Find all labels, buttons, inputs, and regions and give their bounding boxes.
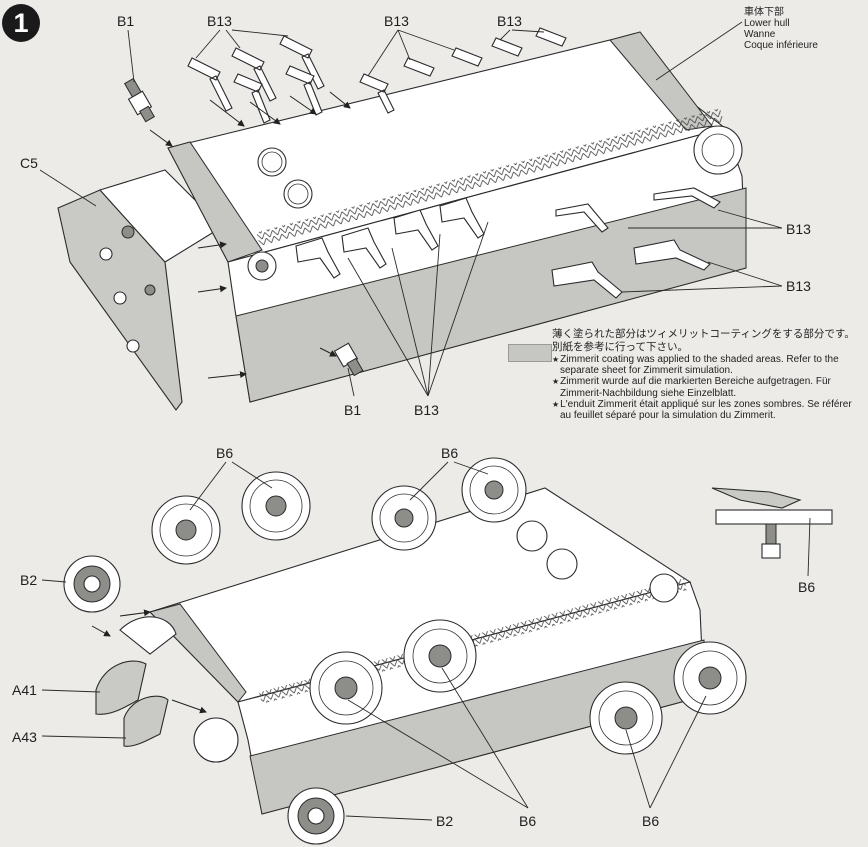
label-b2-bottom: B2 xyxy=(436,813,453,829)
suspension-arm xyxy=(451,47,483,67)
zimmerit-shade-swatch xyxy=(508,344,552,362)
suspension-arm xyxy=(491,37,523,57)
zimmerit-note-de: Zimmerit wurde auf die markierten Bereic… xyxy=(552,376,864,398)
suspension-arm xyxy=(359,73,395,114)
label-b13-top-right: B13 xyxy=(497,13,522,29)
part-a41 xyxy=(95,660,147,715)
suspension-arm xyxy=(551,261,623,299)
part-a43 xyxy=(123,695,169,747)
suspension-arm xyxy=(233,73,271,124)
zimmerit-note-jp: 薄く塗られた部分はツィメリットコーティングをする部分です。別紙を参考に行って下さ… xyxy=(552,328,855,353)
part-b1-bolt-top xyxy=(123,77,156,123)
insertion-arrows-upper xyxy=(149,91,351,379)
road-wheel-b6 xyxy=(403,619,477,693)
upper-hull-assembly xyxy=(57,27,747,411)
suspension-arm xyxy=(535,27,567,47)
lower-hull-label-de: Wanne xyxy=(744,29,776,40)
hull-side-rivets xyxy=(256,108,724,246)
hull-top-zimmerit-rear xyxy=(609,31,713,131)
hull-hatch-ring xyxy=(287,183,309,205)
suspension-arm xyxy=(285,65,323,116)
lower-hull-label-en: Lower hull xyxy=(744,18,790,29)
label-b6-bottom-right: B6 xyxy=(642,813,659,829)
suspension-arms-side xyxy=(295,187,721,299)
suspension-arm xyxy=(187,57,233,112)
label-b13-top-middle: B13 xyxy=(384,13,409,29)
inset-wheel-edge xyxy=(715,509,833,525)
suspension-arm xyxy=(633,239,711,271)
zimmerit-note-en: Zimmerit coating was applied to the shad… xyxy=(552,354,864,376)
road-wheel-b6 xyxy=(461,457,527,523)
label-b13-right-lower: B13 xyxy=(786,278,811,294)
front-plate-hole xyxy=(99,247,113,261)
suspension-arm xyxy=(653,187,721,209)
suspension-arm xyxy=(295,237,341,279)
part-labels: B1 B13 B13 B13 C5 B13 B13 B1 B13 B6 B6 B… xyxy=(12,13,815,829)
hull-top-zimmerit-front xyxy=(167,141,263,263)
label-b2-front: B2 xyxy=(20,572,37,588)
suspension-arm xyxy=(439,197,485,239)
step-number-badge: 1 xyxy=(2,4,40,42)
part-b1-bolt-bottom xyxy=(333,342,364,377)
suspension-arm xyxy=(393,209,439,251)
label-b13-top-left: B13 xyxy=(207,13,232,29)
label-b6-top-right: B6 xyxy=(441,445,458,461)
front-plate-knob xyxy=(121,225,135,239)
front-plate-hole xyxy=(126,339,140,353)
road-wheel-b6 xyxy=(151,495,221,565)
label-a41: A41 xyxy=(12,682,37,698)
lower-hull-label-jp: 車体下部 xyxy=(744,7,784,18)
zimmerit-note: 薄く塗られた部分はツィメリットコーティングをする部分です。別紙を参考に行って下さ… xyxy=(508,328,864,421)
part-b2-sprocket-top xyxy=(63,555,121,613)
sprocket-mount-hub xyxy=(255,259,269,273)
road-wheel-b6 xyxy=(673,641,747,715)
leader-lines xyxy=(39,21,811,821)
zimmerit-note-fr: L'enduit Zimmerit était appliqué sur les… xyxy=(552,399,864,421)
sprocket-housing xyxy=(119,616,177,655)
label-b13-bottom: B13 xyxy=(414,402,439,418)
lower-hull-label-fr: Coque inférieure xyxy=(744,40,818,51)
front-plate-knob xyxy=(144,284,156,296)
lower-hull-label: 車体下部 Lower hull Wanne Coque inférieure xyxy=(744,7,818,51)
label-b1-bottom: B1 xyxy=(344,402,361,418)
road-wheel-b6 xyxy=(309,651,383,725)
hull-hatch xyxy=(516,520,548,552)
part-b2-sprocket-bottom xyxy=(287,787,345,845)
label-b1-top: B1 xyxy=(117,13,134,29)
inset-axle-end xyxy=(761,543,781,559)
road-wheel-b6 xyxy=(589,681,663,755)
inset-axle xyxy=(765,523,777,547)
hull-hatch-ring xyxy=(261,151,283,173)
suspension-arm xyxy=(341,227,387,269)
lower-hull-assembly xyxy=(63,457,747,845)
hull-hatch xyxy=(546,548,578,580)
suspension-arms-top xyxy=(187,27,567,124)
sprocket-mount-lower xyxy=(193,717,239,763)
label-a43: A43 xyxy=(12,729,37,745)
inset-arm xyxy=(711,487,802,509)
suspension-arm xyxy=(403,57,435,77)
label-b6-bottom-left: B6 xyxy=(519,813,536,829)
suspension-arm xyxy=(231,47,277,102)
road-wheel-b6 xyxy=(371,485,437,551)
insertion-arrows-lower xyxy=(91,609,207,714)
label-b13-right-upper: B13 xyxy=(786,221,811,237)
front-plate-hole xyxy=(113,291,127,305)
idler-mount xyxy=(693,125,743,175)
label-c5: C5 xyxy=(20,155,38,171)
label-b6-top-left: B6 xyxy=(216,445,233,461)
suspension-arm xyxy=(555,203,609,233)
idler-mount-ring xyxy=(701,133,735,167)
road-wheel-b6 xyxy=(241,471,311,541)
rear-idler-mount xyxy=(649,573,679,603)
label-b6-inset: B6 xyxy=(798,579,815,595)
detail-inset xyxy=(711,487,833,559)
